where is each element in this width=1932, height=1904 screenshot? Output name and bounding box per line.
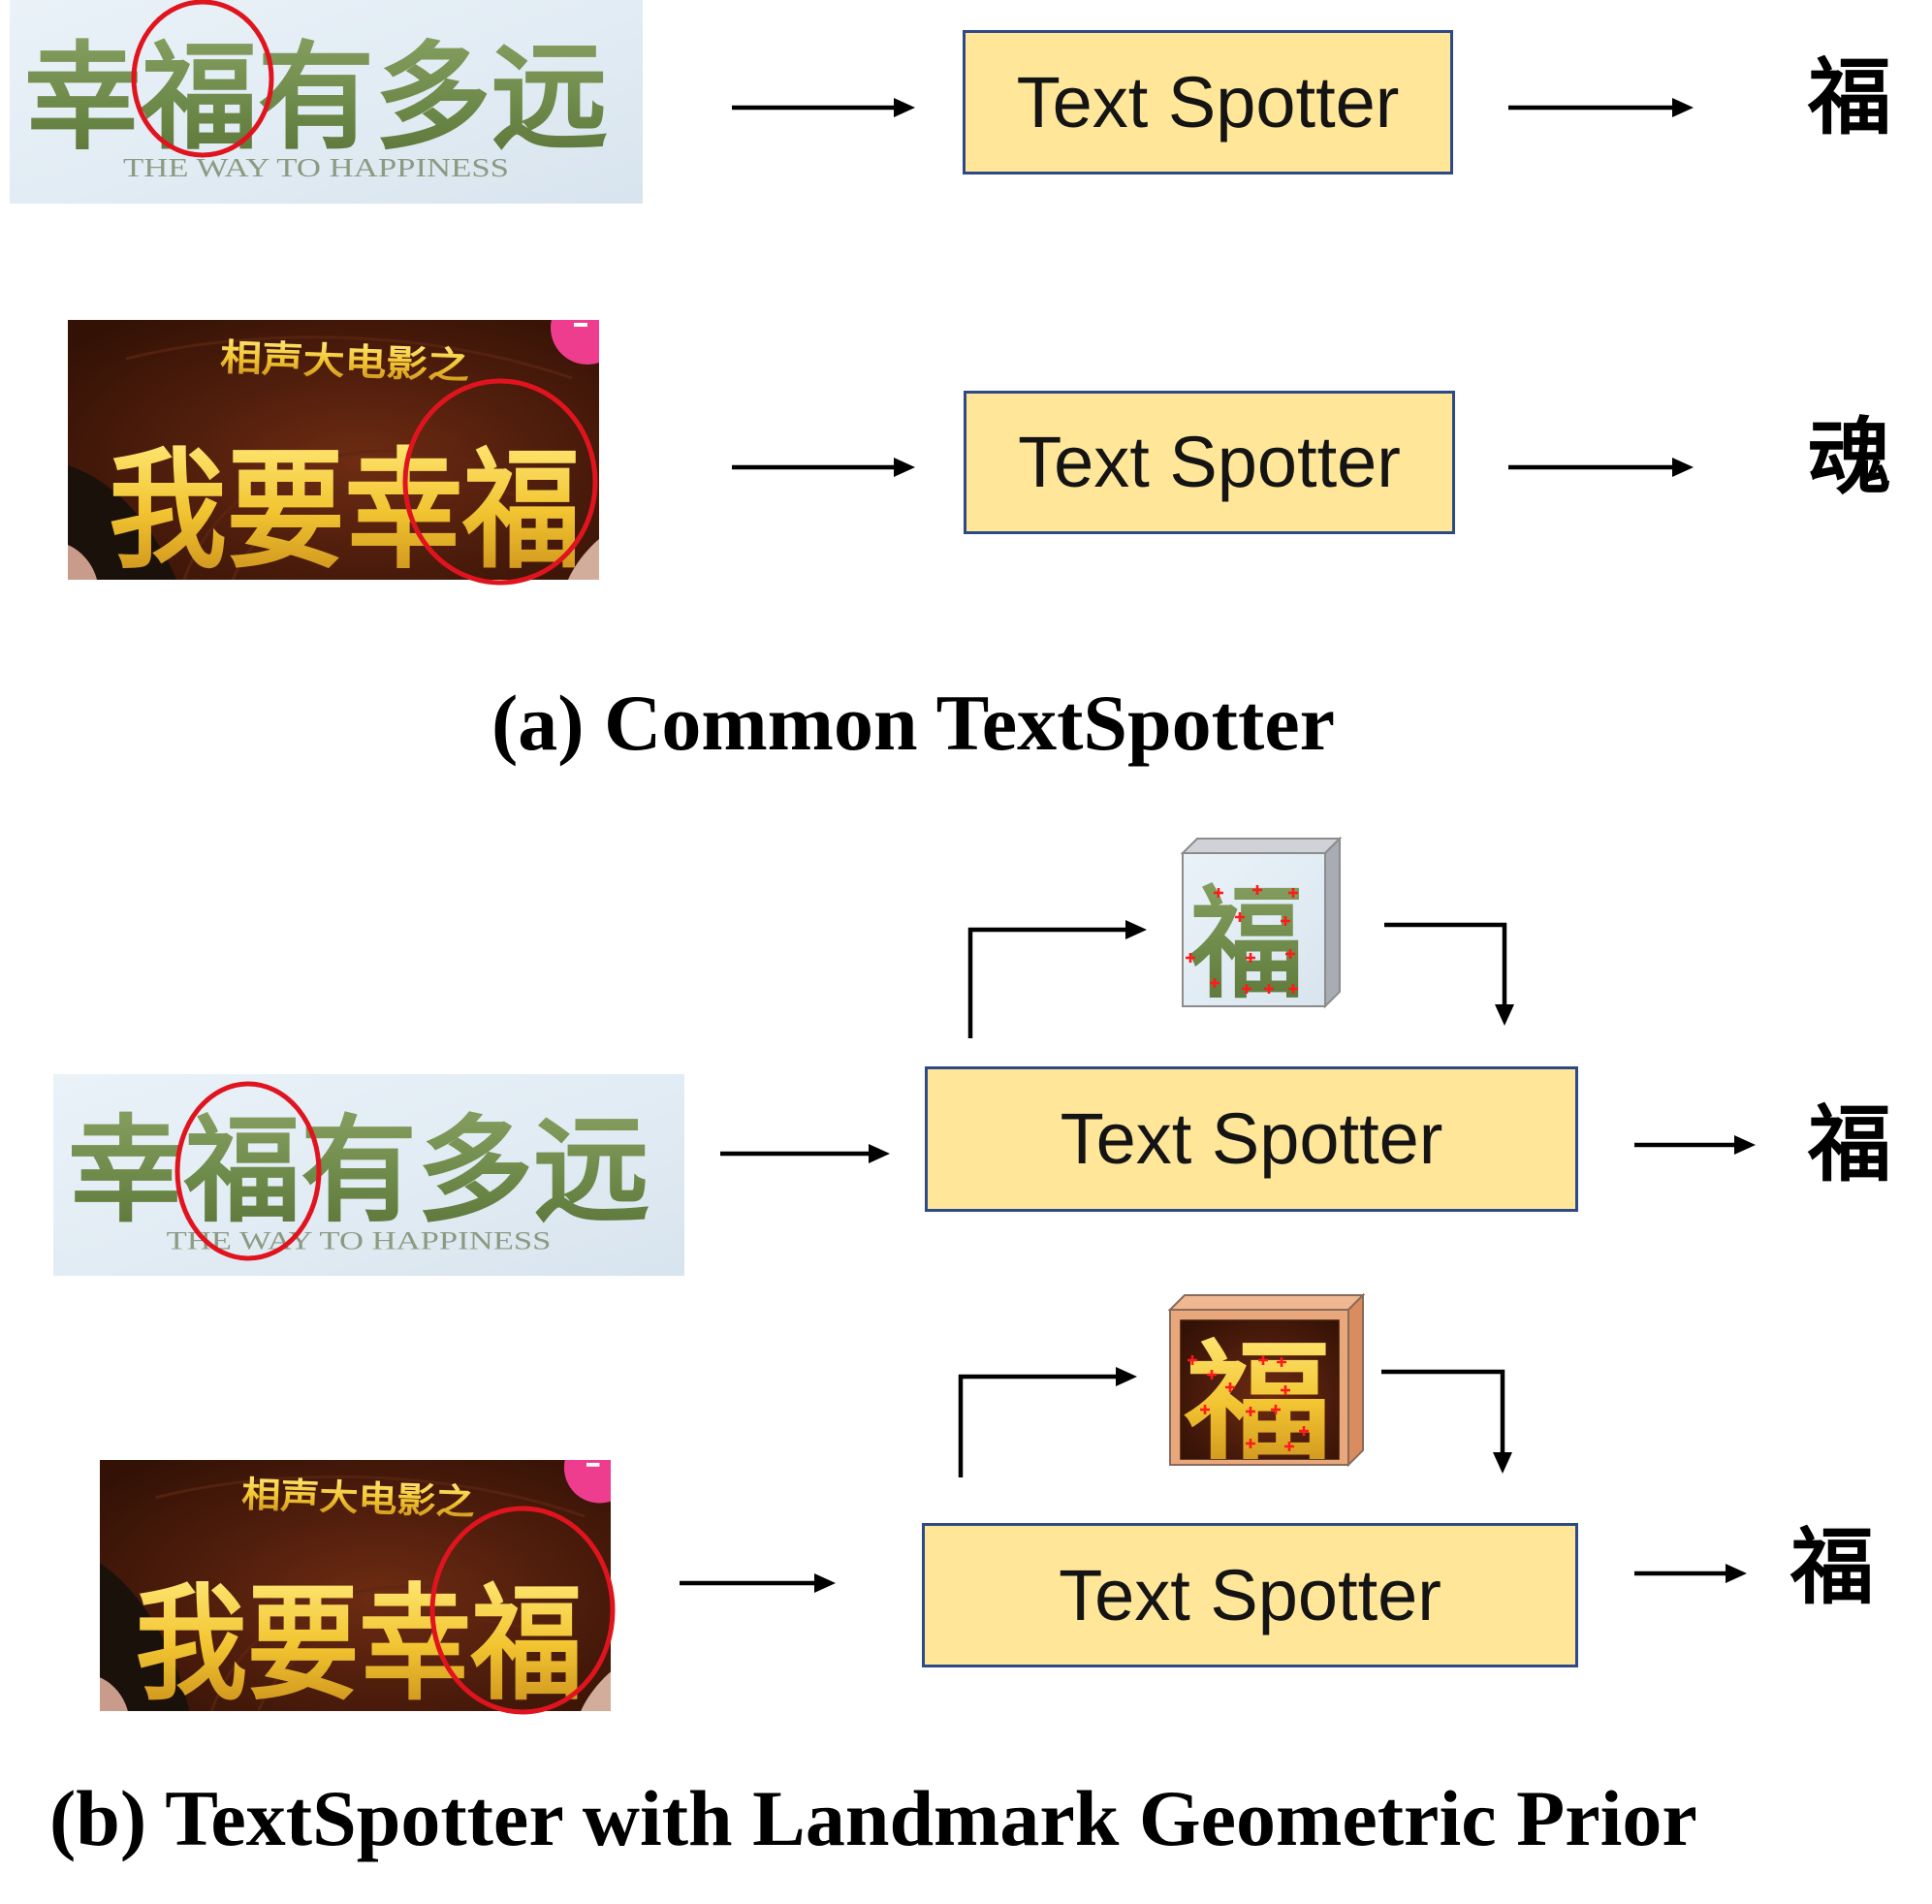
- landmark-point: [1233, 910, 1247, 924]
- text-spotter-module-a2: Text Spotter: [964, 391, 1455, 534]
- input-image-dark-poster: 相声大电影之 我要幸福: [68, 320, 599, 580]
- cube-front-face: [1169, 1309, 1349, 1466]
- landmark-point: [1283, 1440, 1296, 1453]
- text-spotter-module-a1: Text Spotter: [963, 30, 1453, 175]
- cube-side-face: [1324, 836, 1341, 1009]
- cube-top-face: [1180, 838, 1343, 854]
- poster-subtitle: THE WAY TO HAPPINESS: [167, 1225, 552, 1254]
- prior-glyph: 福: [1188, 873, 1304, 1015]
- poster-subtitle: THE WAY TO HAPPINESS: [123, 153, 509, 182]
- landmark-point: [1279, 914, 1292, 928]
- landmark-point: [1244, 951, 1257, 965]
- badge-mark: [574, 323, 587, 327]
- landmark-point: [1212, 886, 1225, 900]
- landmark-point: [1205, 1368, 1219, 1381]
- pink-badge: [563, 1460, 611, 1504]
- landmark-point: [1244, 1437, 1257, 1450]
- landmark-prior-cube-b2: 福: [1167, 1292, 1366, 1479]
- prior-glyph: 福: [1184, 1327, 1332, 1479]
- landmark-point: [1279, 1383, 1292, 1397]
- poster-title: 幸福有多远: [24, 29, 608, 166]
- arrow-to-prior-b2: [958, 1367, 1137, 1477]
- input-image-dark-poster: 相声大电影之 我要幸福: [100, 1460, 611, 1711]
- landmark-point: [1223, 1380, 1237, 1394]
- hair-shape: [68, 465, 176, 580]
- cube-front-face: [1182, 852, 1326, 1007]
- arrow-from-prior-b2: [1381, 1369, 1512, 1474]
- landmark-point: [1286, 886, 1300, 900]
- poster-title: 我要幸福: [109, 435, 581, 580]
- module-label: Text Spotter: [1060, 1098, 1443, 1179]
- landmark-point: [1297, 1424, 1311, 1438]
- text-spotter-module-b2: Text Spotter: [922, 1523, 1578, 1667]
- output-char-a2: 魂: [1808, 409, 1891, 506]
- poster-title: 我要幸福: [136, 1572, 584, 1711]
- cube-image: [1180, 1319, 1340, 1460]
- skin-shape: [68, 545, 97, 580]
- landmark-point: [1244, 1405, 1257, 1418]
- arrow-from-prior-b1: [1384, 922, 1514, 1026]
- caption-b: (b) TextSpotter with Landmark Geometric …: [49, 1774, 1697, 1862]
- module-label: Text Spotter: [1059, 1554, 1441, 1635]
- pink-badge: [551, 320, 599, 365]
- cube-top-face: [1167, 1294, 1366, 1311]
- input-image-light-poster: 幸福有多远 THE WAY TO HAPPINESS: [53, 1074, 684, 1276]
- landmark-point: [1262, 982, 1276, 996]
- landmark-point: [1240, 982, 1253, 996]
- poster-background: [10, 0, 643, 204]
- text-spotter-module-b1: Text Spotter: [925, 1066, 1578, 1212]
- hair-shape: [100, 1563, 190, 1711]
- landmark-point: [1186, 1353, 1199, 1367]
- output-char-a1: 福: [1808, 49, 1891, 146]
- poster-top-line: 相声大电影之: [219, 336, 469, 388]
- module-label: Text Spotter: [1016, 61, 1400, 143]
- landmark-point: [1283, 947, 1297, 961]
- landmark-points: [1184, 883, 1300, 996]
- landmark-point: [1286, 982, 1300, 996]
- cube-side-face: [1347, 1292, 1364, 1468]
- output-char-b1: 福: [1808, 1096, 1891, 1193]
- landmark-point: [1184, 951, 1197, 965]
- module-label: Text Spotter: [1018, 422, 1401, 502]
- poster-top-line: 相声大电影之: [241, 1474, 476, 1524]
- landmark-point: [1251, 883, 1264, 897]
- skin-shape: [100, 1677, 128, 1711]
- landmark-point: [1269, 1403, 1283, 1416]
- landmark-points: [1186, 1353, 1311, 1453]
- poster-title: 幸福有多远: [68, 1103, 649, 1239]
- landmark-point: [1275, 1355, 1288, 1369]
- input-image-light-poster: 幸福有多远 THE WAY TO HAPPINESS: [10, 0, 643, 204]
- landmark-point: [1198, 1403, 1212, 1416]
- caption-a: (a) Common TextSpotter: [491, 679, 1336, 767]
- arrow-to-prior-b1: [967, 920, 1147, 1038]
- landmark-prior-cube-b1: 福: [1180, 836, 1343, 1015]
- landmark-point: [1256, 1353, 1270, 1367]
- landmark-point: [1208, 976, 1221, 990]
- poster-background: [53, 1074, 684, 1276]
- badge-mark: [586, 1462, 600, 1467]
- output-char-b2: 福: [1790, 1519, 1874, 1616]
